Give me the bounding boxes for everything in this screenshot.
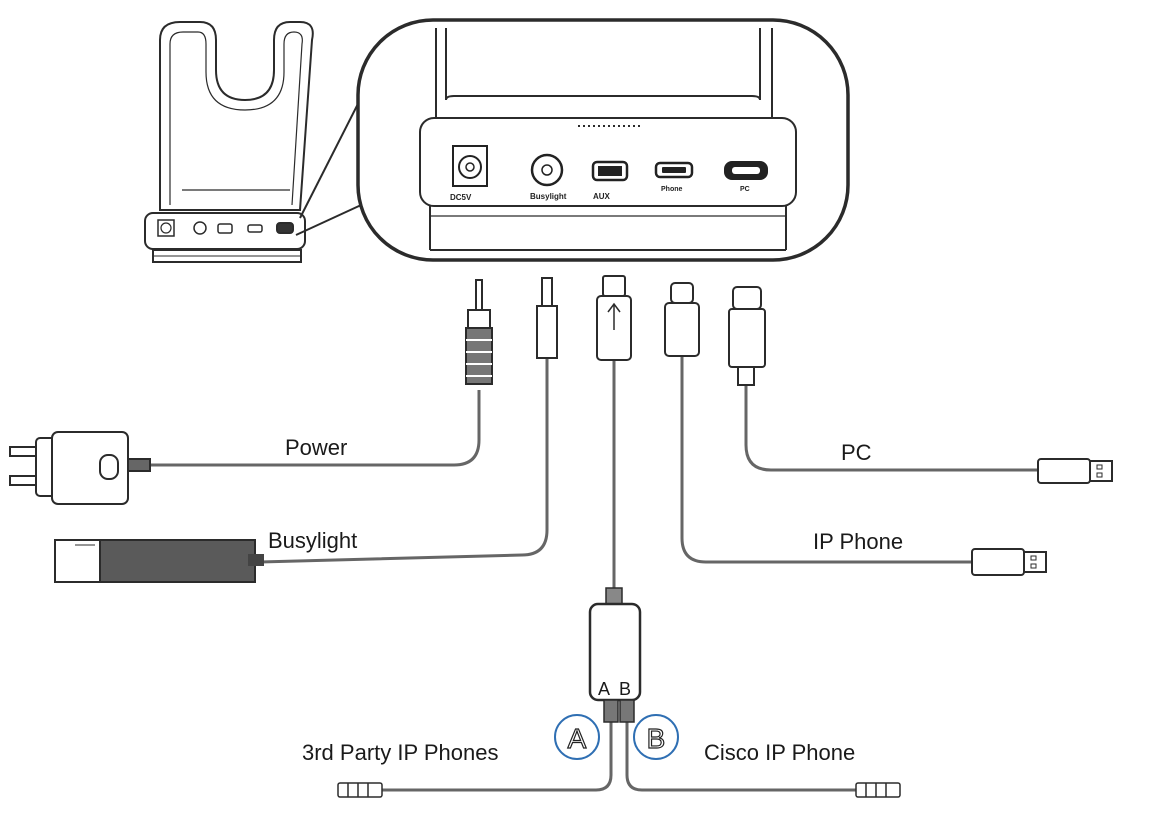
label-power: Power	[285, 435, 347, 460]
power-adapter-icon	[9, 431, 151, 505]
port-label-busylight: Busylight	[530, 192, 567, 201]
label-third-party: 3rd Party IP Phones	[302, 740, 499, 765]
hub-label-b: B	[619, 679, 631, 699]
hub-label-a: A	[598, 679, 610, 699]
busylight-plug-icon	[536, 277, 558, 359]
busylight-port	[530, 153, 564, 187]
phone-plug-icon	[664, 282, 700, 357]
busylight-device-icon	[54, 539, 264, 583]
port-label-phone: Phone	[661, 186, 682, 193]
pc-usbc-port	[724, 161, 768, 180]
label-busylight: Busylight	[268, 528, 357, 553]
cable-b	[625, 722, 856, 792]
aux-plug-icon	[596, 275, 632, 361]
base-station-small	[144, 21, 314, 263]
port-label-dc: DC5V	[450, 193, 472, 202]
rj-plug-a-icon	[337, 782, 383, 798]
power-cable	[150, 390, 481, 467]
cable-a	[382, 722, 613, 792]
circle-a-letter: A	[568, 723, 587, 754]
port-label-aux: AUX	[593, 192, 611, 201]
pc-cable	[744, 385, 1038, 472]
rj-plug-b-icon	[855, 782, 901, 798]
circle-b-letter: B	[647, 723, 666, 754]
label-cisco: Cisco IP Phone	[704, 740, 855, 765]
pc-usb-a-icon	[1037, 458, 1113, 484]
label-ip-phone: IP Phone	[813, 529, 903, 554]
phone-cable	[680, 355, 972, 564]
splitter-hub: A B	[588, 587, 642, 723]
pc-plug-icon	[728, 286, 766, 386]
zoom-line-top	[299, 89, 366, 219]
zoom-panel: DC5V Busylight AUX Phone PC	[356, 18, 850, 262]
dc-plug-icon	[465, 279, 493, 385]
port-label-pc: PC	[740, 186, 750, 193]
cables	[150, 355, 1038, 792]
phone-usb-a-icon	[971, 548, 1047, 576]
circle-a-icon: A	[554, 714, 600, 760]
busylight-cable	[259, 356, 549, 564]
phone-usb-port	[654, 161, 694, 179]
dc-port	[452, 145, 488, 187]
label-pc: PC	[841, 440, 872, 465]
aux-port	[591, 160, 629, 182]
circle-b-icon: B	[633, 714, 679, 760]
